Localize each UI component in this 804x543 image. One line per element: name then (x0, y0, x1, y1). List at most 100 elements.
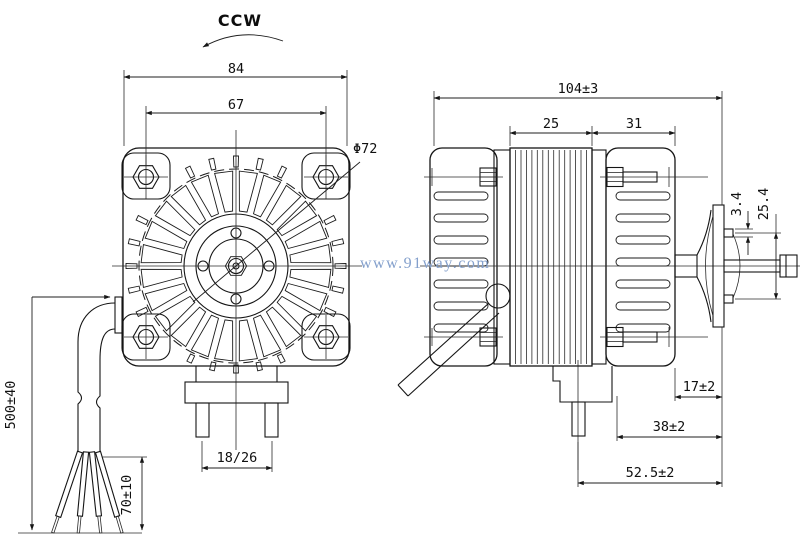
wire-stripped-tip (97, 515, 103, 534)
right-fin (615, 301, 671, 311)
dim-17-label: 17±2 (683, 379, 716, 395)
dim-84-label: 84 (228, 61, 244, 77)
right-fin (615, 235, 671, 245)
lamination-stack (509, 147, 593, 367)
cable-gland (114, 296, 123, 334)
right-end-plate (591, 149, 607, 365)
wire-insulated (94, 450, 121, 518)
shaft-hex-end (779, 254, 798, 278)
left-fin (433, 213, 489, 223)
dim-31-label: 31 (626, 116, 642, 132)
outer-fin (323, 306, 337, 318)
fin-slot (140, 268, 183, 288)
dim-3-4-label: 3.4 (729, 192, 745, 216)
fin-slot (214, 170, 234, 213)
fin-slot (276, 295, 318, 332)
outer-fin (209, 361, 217, 372)
outer-fin (208, 157, 217, 171)
fin-slot (284, 282, 328, 312)
left-fin-block (429, 147, 498, 367)
outer-fin (233, 364, 239, 374)
rotation-label: CCW (218, 11, 262, 30)
dim-strip-length: 70±10 (102, 456, 147, 531)
fin-slot (252, 174, 282, 218)
outer-fin (255, 157, 264, 171)
lamination-lines (515, 150, 587, 364)
outer-fin (331, 238, 345, 247)
bell-curve-top (696, 209, 712, 256)
fin-slot (238, 170, 258, 213)
fin-slot (170, 306, 207, 348)
dim-52-5-label: 52.5±2 (626, 465, 675, 481)
right-fin (615, 191, 671, 201)
dim-lead-length: 500±40 (3, 294, 142, 534)
outer-fin (331, 285, 345, 294)
side-cable (397, 283, 511, 397)
corner-pad (121, 313, 171, 361)
washer-arc (732, 233, 741, 299)
stud-bottom (723, 294, 734, 304)
fin-slot (190, 174, 220, 218)
dim-104-label: 104±3 (558, 81, 599, 97)
dim-lead-label: 500±40 (3, 381, 19, 430)
right-fin (615, 323, 671, 333)
power-cable (51, 296, 124, 534)
left-fin (433, 235, 489, 245)
outer-fin (255, 361, 263, 372)
bell-inner-arc (705, 215, 714, 317)
dim-38: 38±2 (616, 396, 723, 441)
fin-slot (265, 306, 302, 348)
dim-104: 104±3 (433, 81, 723, 205)
fin-slot (238, 319, 258, 362)
dim-25-31: 25 31 (509, 116, 676, 146)
foot-pin (571, 401, 586, 437)
fin-slot (190, 314, 220, 358)
outer-fin (323, 214, 337, 226)
wire-insulated (76, 451, 90, 517)
dim-52-5: 52.5±2 (577, 442, 723, 487)
left-fin (433, 301, 489, 311)
wire-insulated (55, 450, 84, 519)
fin-slot (284, 220, 328, 250)
fin-slot (154, 200, 196, 237)
outer-fin (127, 285, 141, 294)
wire-stripped-tip (76, 515, 82, 534)
side-view: 104±3 25 31 3.4 25.4 (397, 81, 800, 487)
left-fins (433, 191, 489, 333)
watermark: www.91way.com (360, 255, 490, 272)
bell-curve-bottom (696, 276, 712, 323)
dim-strip-label: 70±10 (119, 475, 135, 516)
front-centerlines (112, 130, 362, 450)
dim-dia72: Φ72 (192, 141, 377, 303)
foot-leg (195, 402, 210, 438)
dim-17: 17±2 (674, 327, 723, 487)
wire-stripped-tip (115, 515, 124, 534)
fin-slot (214, 319, 234, 362)
left-fin (433, 279, 489, 289)
outer-fin (135, 214, 149, 226)
cable-inner-edge (95, 328, 116, 452)
fin-slot (289, 244, 332, 264)
right-fin (615, 213, 671, 223)
outer-fin (184, 165, 196, 179)
wire-insulated (88, 451, 103, 517)
fin-slot (276, 200, 318, 237)
dim-foot-label: 18/26 (217, 450, 258, 466)
fin-slot (289, 268, 332, 288)
dim-67: 67 (145, 97, 327, 166)
right-fin (615, 257, 671, 267)
foot-flange (184, 381, 289, 404)
lead-wires (51, 450, 124, 534)
front-view: CCW (3, 11, 377, 534)
shaft-hub (674, 254, 698, 278)
outer-fin (334, 263, 347, 269)
dim-dia72-label: Φ72 (353, 141, 377, 157)
fin-slot (140, 244, 183, 264)
rotation-indicator: CCW (202, 11, 284, 48)
right-fin-block (605, 147, 676, 367)
right-fin (615, 279, 671, 289)
fin-slot (252, 314, 282, 358)
side-foot (552, 360, 613, 470)
